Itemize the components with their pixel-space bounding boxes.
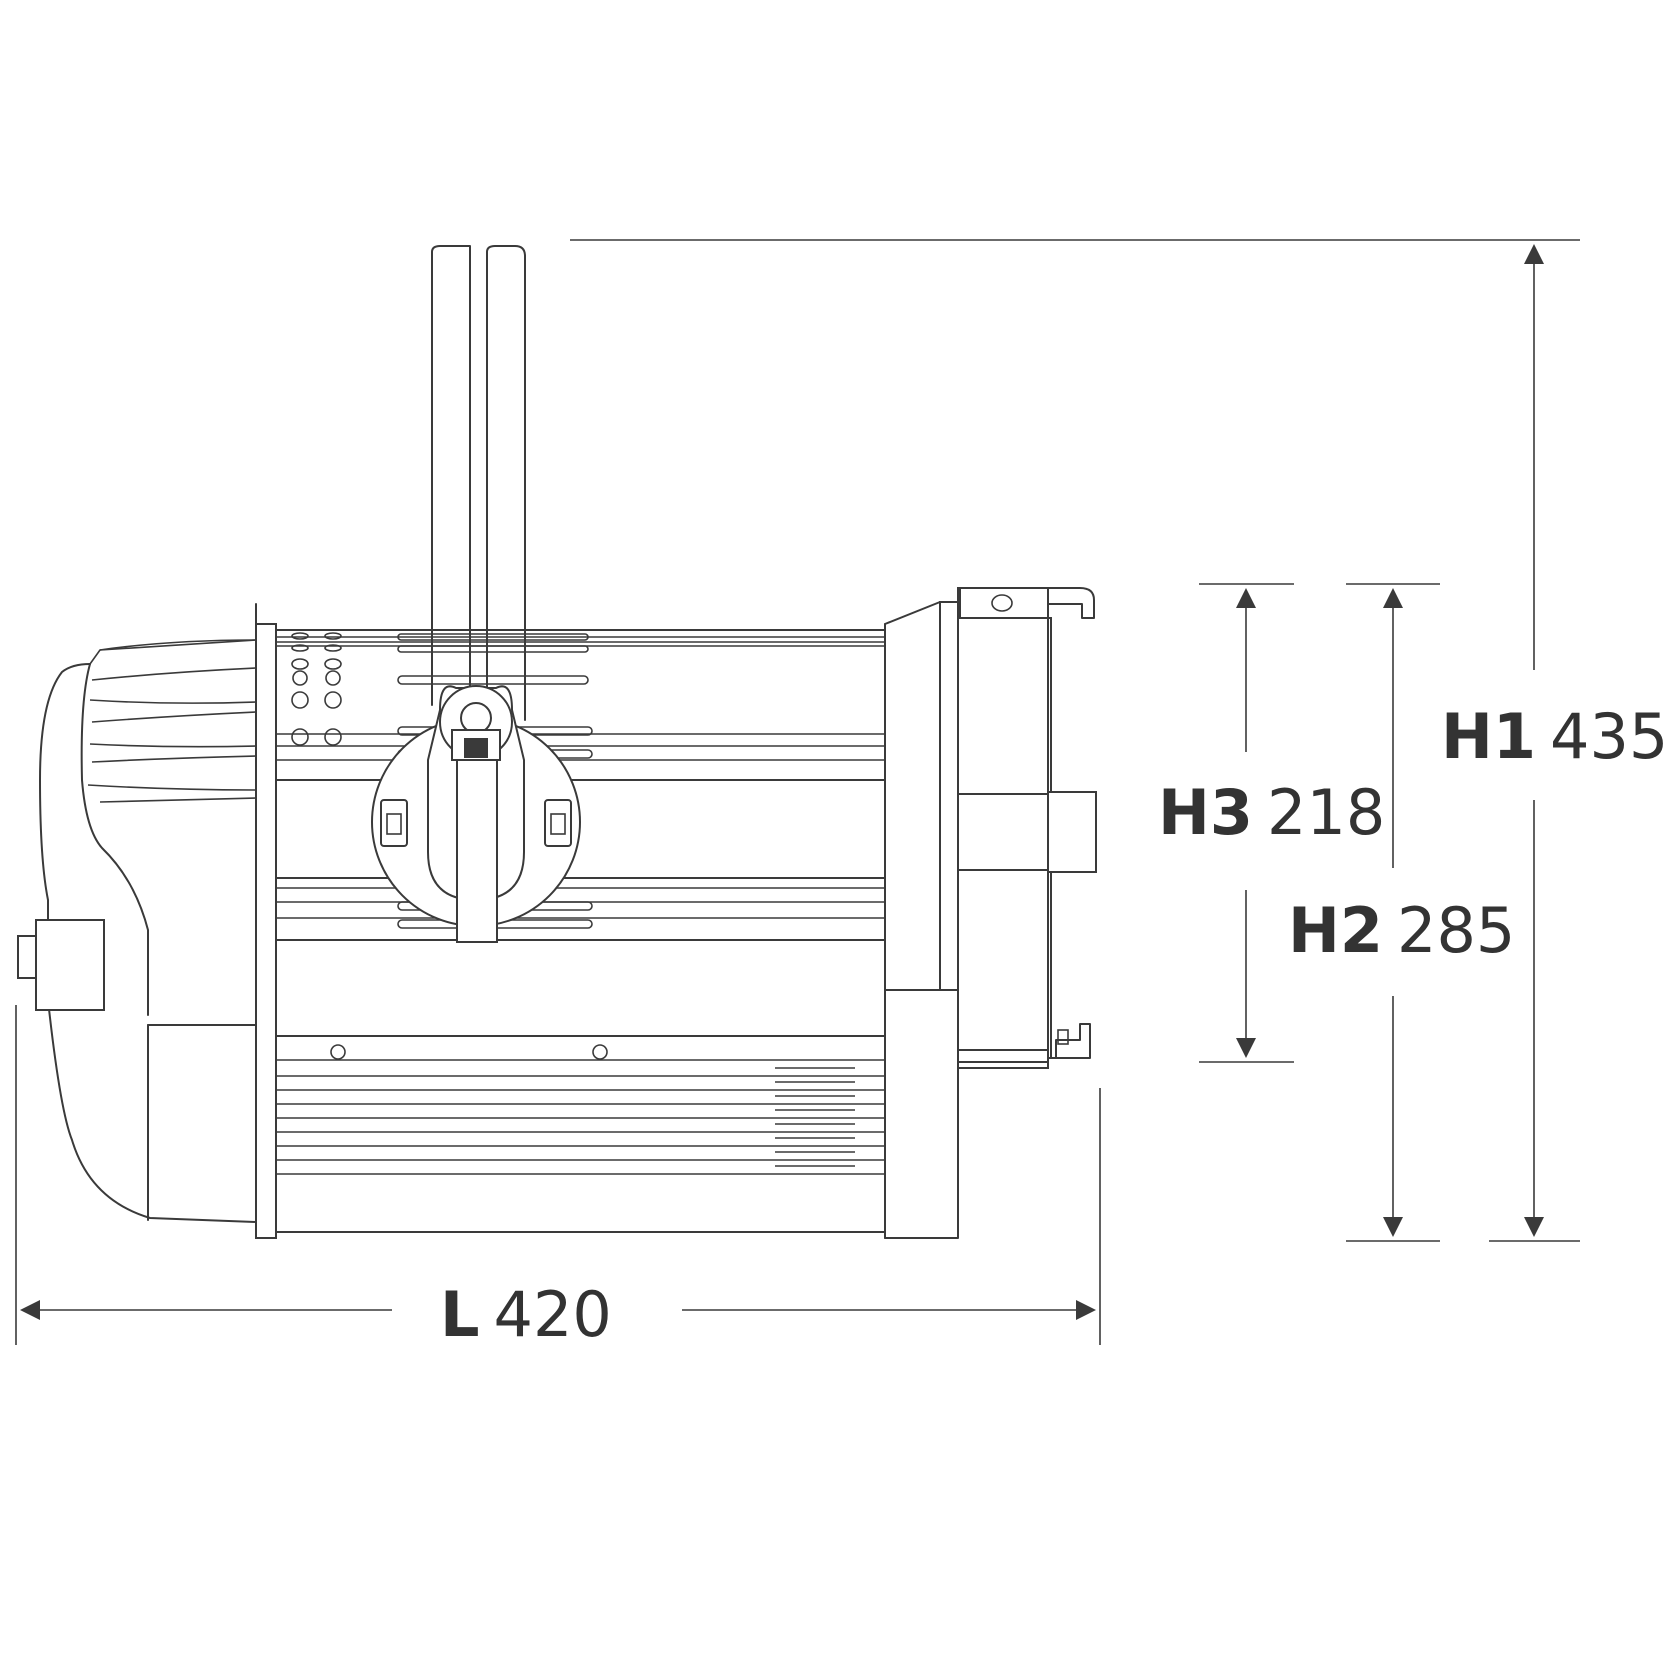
- l-arrow-right: [1076, 1300, 1096, 1320]
- h2-arrow-down: [1383, 1217, 1403, 1237]
- h1-value: 435: [1550, 700, 1667, 773]
- vent-holes: [291, 632, 608, 1060]
- h3-arrow-up: [1236, 588, 1256, 608]
- h1-arrow-up: [1524, 244, 1544, 264]
- h3-key: H3: [1158, 776, 1253, 849]
- rear-flange: [255, 623, 277, 1239]
- h3-value: 218: [1267, 776, 1385, 849]
- rear-housing: [17, 603, 257, 1223]
- l-key: L: [440, 1278, 480, 1351]
- vent-slots: [775, 1067, 855, 1167]
- yoke-arm: [431, 245, 526, 721]
- h2-key: H2: [1288, 894, 1383, 967]
- h1-arrow-down: [1524, 1217, 1544, 1237]
- h2-arrow-up: [1383, 588, 1403, 608]
- yoke-pivot: [371, 685, 581, 943]
- l-value: 420: [494, 1278, 612, 1351]
- h3-arrow-down: [1236, 1038, 1256, 1058]
- h2-value: 285: [1397, 894, 1515, 967]
- h1-key: H1: [1441, 700, 1536, 773]
- l-arrow-left: [20, 1300, 40, 1320]
- front-section: [884, 587, 1097, 1239]
- main-body: [275, 629, 886, 1233]
